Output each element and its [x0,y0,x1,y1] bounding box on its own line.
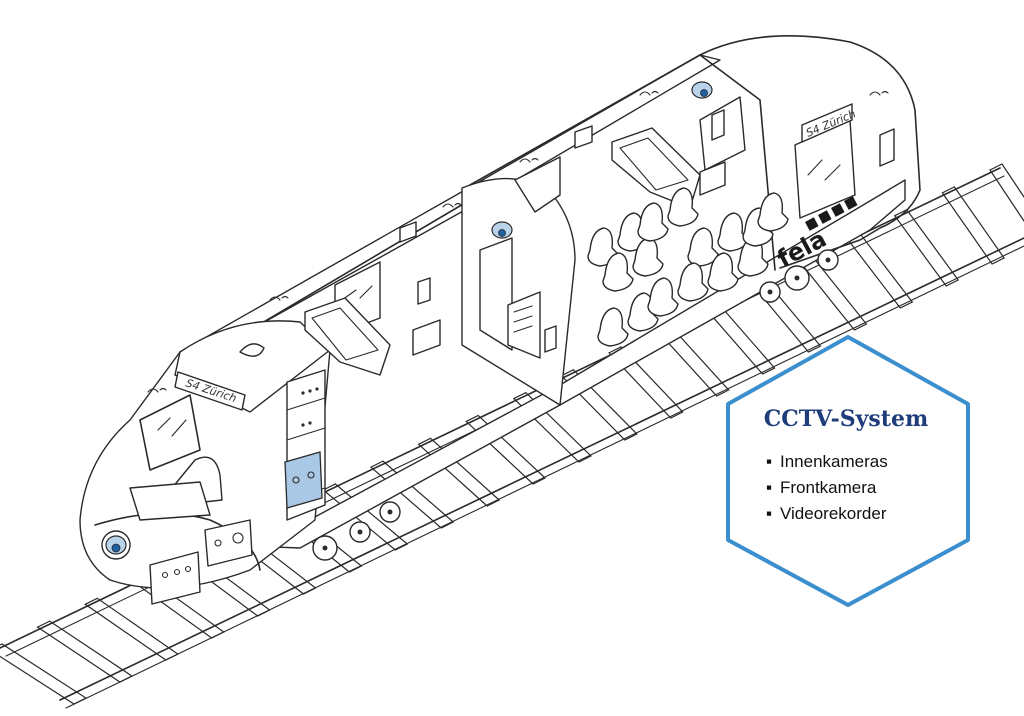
front-camera-icon [102,531,130,559]
callout-item-videorekorder: Videorekorder [780,504,887,523]
passenger-seat [678,263,708,301]
wheel-icon [350,522,370,542]
passenger-seat [648,278,678,316]
callout-hexagon [728,337,968,605]
callout-item-frontkamera: Frontkamera [780,478,877,497]
partition-door [480,238,512,350]
video-recorder-icon [285,452,322,508]
wheel-icon [313,536,337,560]
interior-camera-icon [492,222,512,238]
wheel-icon [760,282,780,302]
speaker-icon [870,92,888,96]
wall-grille-2 [700,162,725,195]
wall-sign-2 [712,110,724,140]
track-sleeper [990,164,1024,242]
rear-wall-sign [880,129,894,166]
passenger-seat [638,203,668,241]
wall-sign-1 [418,278,430,304]
wall-grille-1 [413,320,440,355]
driver-console [130,482,210,520]
wheel-icon [818,250,838,270]
callout-item-innenkameras: Innenkameras [780,452,888,471]
wall-sign-3 [545,326,556,352]
callout-title: CCTV-System [764,406,928,432]
interior-camera-icon [692,82,712,98]
passenger-seat [598,308,628,346]
callout-item-bullet: ▪ [766,504,772,523]
wheel-icon [380,502,400,522]
cctv-callout: CCTV-System ▪ Innenkameras ▪ Frontkamera… [728,337,968,605]
callout-item-bullet: ▪ [766,478,772,497]
wheel-icon [785,266,809,290]
passenger-seat [758,193,788,231]
vestibule-partition-wall [462,179,575,405]
callout-item-bullet: ▪ [766,452,772,471]
